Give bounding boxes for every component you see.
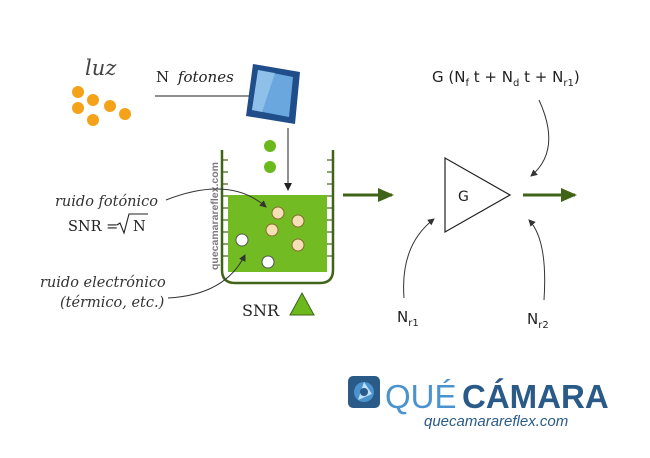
green-photon-dot xyxy=(264,140,276,152)
pixel-bucket xyxy=(220,150,335,285)
electron-dot xyxy=(271,206,285,220)
nr1-arrow xyxy=(403,218,435,299)
nr2-arrow xyxy=(528,219,546,301)
lens-icon xyxy=(246,64,300,124)
n-fotones-label: N fotones xyxy=(156,68,234,86)
photon-dot xyxy=(119,108,131,120)
luz-label: luz xyxy=(85,56,117,80)
watermark-vertical: quecamarareflex.com xyxy=(209,162,221,270)
photon-dot xyxy=(72,102,84,114)
gain-label: G xyxy=(458,189,469,205)
logo-url: quecamarareflex.com xyxy=(424,413,568,430)
snr-sqrt-formula: SNR = xyxy=(68,219,118,235)
green-photon-dot xyxy=(264,161,276,173)
bucket-scale-ticks xyxy=(222,159,333,257)
electron-dot xyxy=(291,238,305,252)
amplifier-triangle xyxy=(444,156,512,234)
photon-dots xyxy=(72,86,131,126)
formula-arrow xyxy=(530,99,550,177)
ruido-electronico-arrow xyxy=(167,254,246,299)
sqrt-symbol: N xyxy=(116,213,148,235)
electron-dot xyxy=(265,223,279,237)
photon-dot xyxy=(104,100,116,112)
electron-dot xyxy=(235,233,249,247)
photon-dot xyxy=(87,114,99,126)
photon-dot xyxy=(87,94,99,106)
snr-up-triangle xyxy=(289,291,315,316)
ruido-fotonico-label: ruido fotónico xyxy=(55,194,158,210)
electron-dot xyxy=(291,214,305,228)
nr1-label: Nr1 xyxy=(397,308,419,329)
camera-aperture-icon xyxy=(348,376,380,408)
gain-formula: G (Nf t + Nd t + Nr1) xyxy=(432,68,580,89)
sqrt-radicand: N xyxy=(133,219,146,235)
nr2-label: Nr2 xyxy=(527,310,549,331)
ruido-fotonico-arrow xyxy=(165,188,267,208)
photon-dot xyxy=(72,86,84,98)
electron-dot xyxy=(261,255,275,269)
ruido-electronico-sub-label: (térmico, etc.) xyxy=(60,295,164,311)
snr-label: SNR xyxy=(242,301,280,320)
ruido-electronico-label: ruido electrónico xyxy=(40,275,166,291)
logo-que: QUÉ xyxy=(385,378,457,415)
quecamara-logo: QUÉ CÁMARA quecamarareflex.com xyxy=(348,376,609,430)
logo-camara: CÁMARA xyxy=(462,378,609,415)
